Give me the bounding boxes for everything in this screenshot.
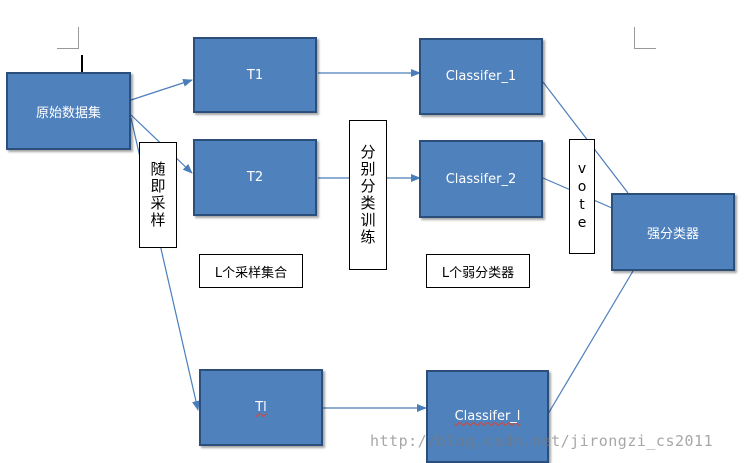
- sample-set-t1-box: T1: [193, 37, 317, 113]
- sample-set-tl-box: Tl: [199, 369, 323, 446]
- random-sampling-label-box: 随即采样: [139, 142, 177, 248]
- sample-set-tl-label: Tl: [255, 400, 267, 415]
- sample-set-t1-label: T1: [246, 67, 264, 83]
- vote-text: vote: [574, 160, 590, 233]
- line-c1-to-strong: [542, 81, 629, 194]
- classifier-l-box: Classifer_l: [426, 370, 549, 463]
- sample-set-t2-label: T2: [246, 170, 264, 185]
- classifier-2-box: Classifer_2: [419, 140, 543, 218]
- sample-set-t2-box: T2: [193, 139, 317, 216]
- strong-classifier-label: 强分类器: [646, 226, 699, 242]
- watermark-url: http://blog.csdn.net/jirongzi_cs2011: [370, 432, 714, 450]
- vote-label-box: vote: [569, 139, 595, 254]
- arrow-source-to-t1: [130, 79, 193, 101]
- text-cursor: [81, 55, 83, 72]
- sample-sets-text: L个采样集合: [214, 265, 288, 281]
- separate-training-label-box: 分别分类训练: [349, 120, 387, 270]
- random-sampling-text: 随即采样: [148, 161, 167, 229]
- page-corner-mark-right: [634, 27, 656, 49]
- separate-training-text: 分别分类训练: [358, 144, 377, 246]
- classifier-1-label: Classifer_1: [445, 69, 517, 84]
- weak-classifiers-text: L个弱分类器: [441, 265, 515, 281]
- page-corner-mark-left: [57, 27, 79, 49]
- strong-classifier-box: 强分类器: [611, 193, 735, 271]
- classifier-l-label: Classifer_l: [454, 409, 521, 424]
- weak-classifiers-label-box: L个弱分类器: [426, 254, 530, 288]
- line-cl-to-strong: [547, 270, 634, 415]
- classifier-1-box: Classifer_1: [419, 38, 543, 115]
- source-dataset-label: 原始数据集: [35, 105, 101, 121]
- source-dataset-box: 原始数据集: [6, 72, 131, 150]
- sample-sets-label-box: L个采样集合: [199, 254, 303, 288]
- classifier-2-label: Classifer_2: [445, 171, 517, 187]
